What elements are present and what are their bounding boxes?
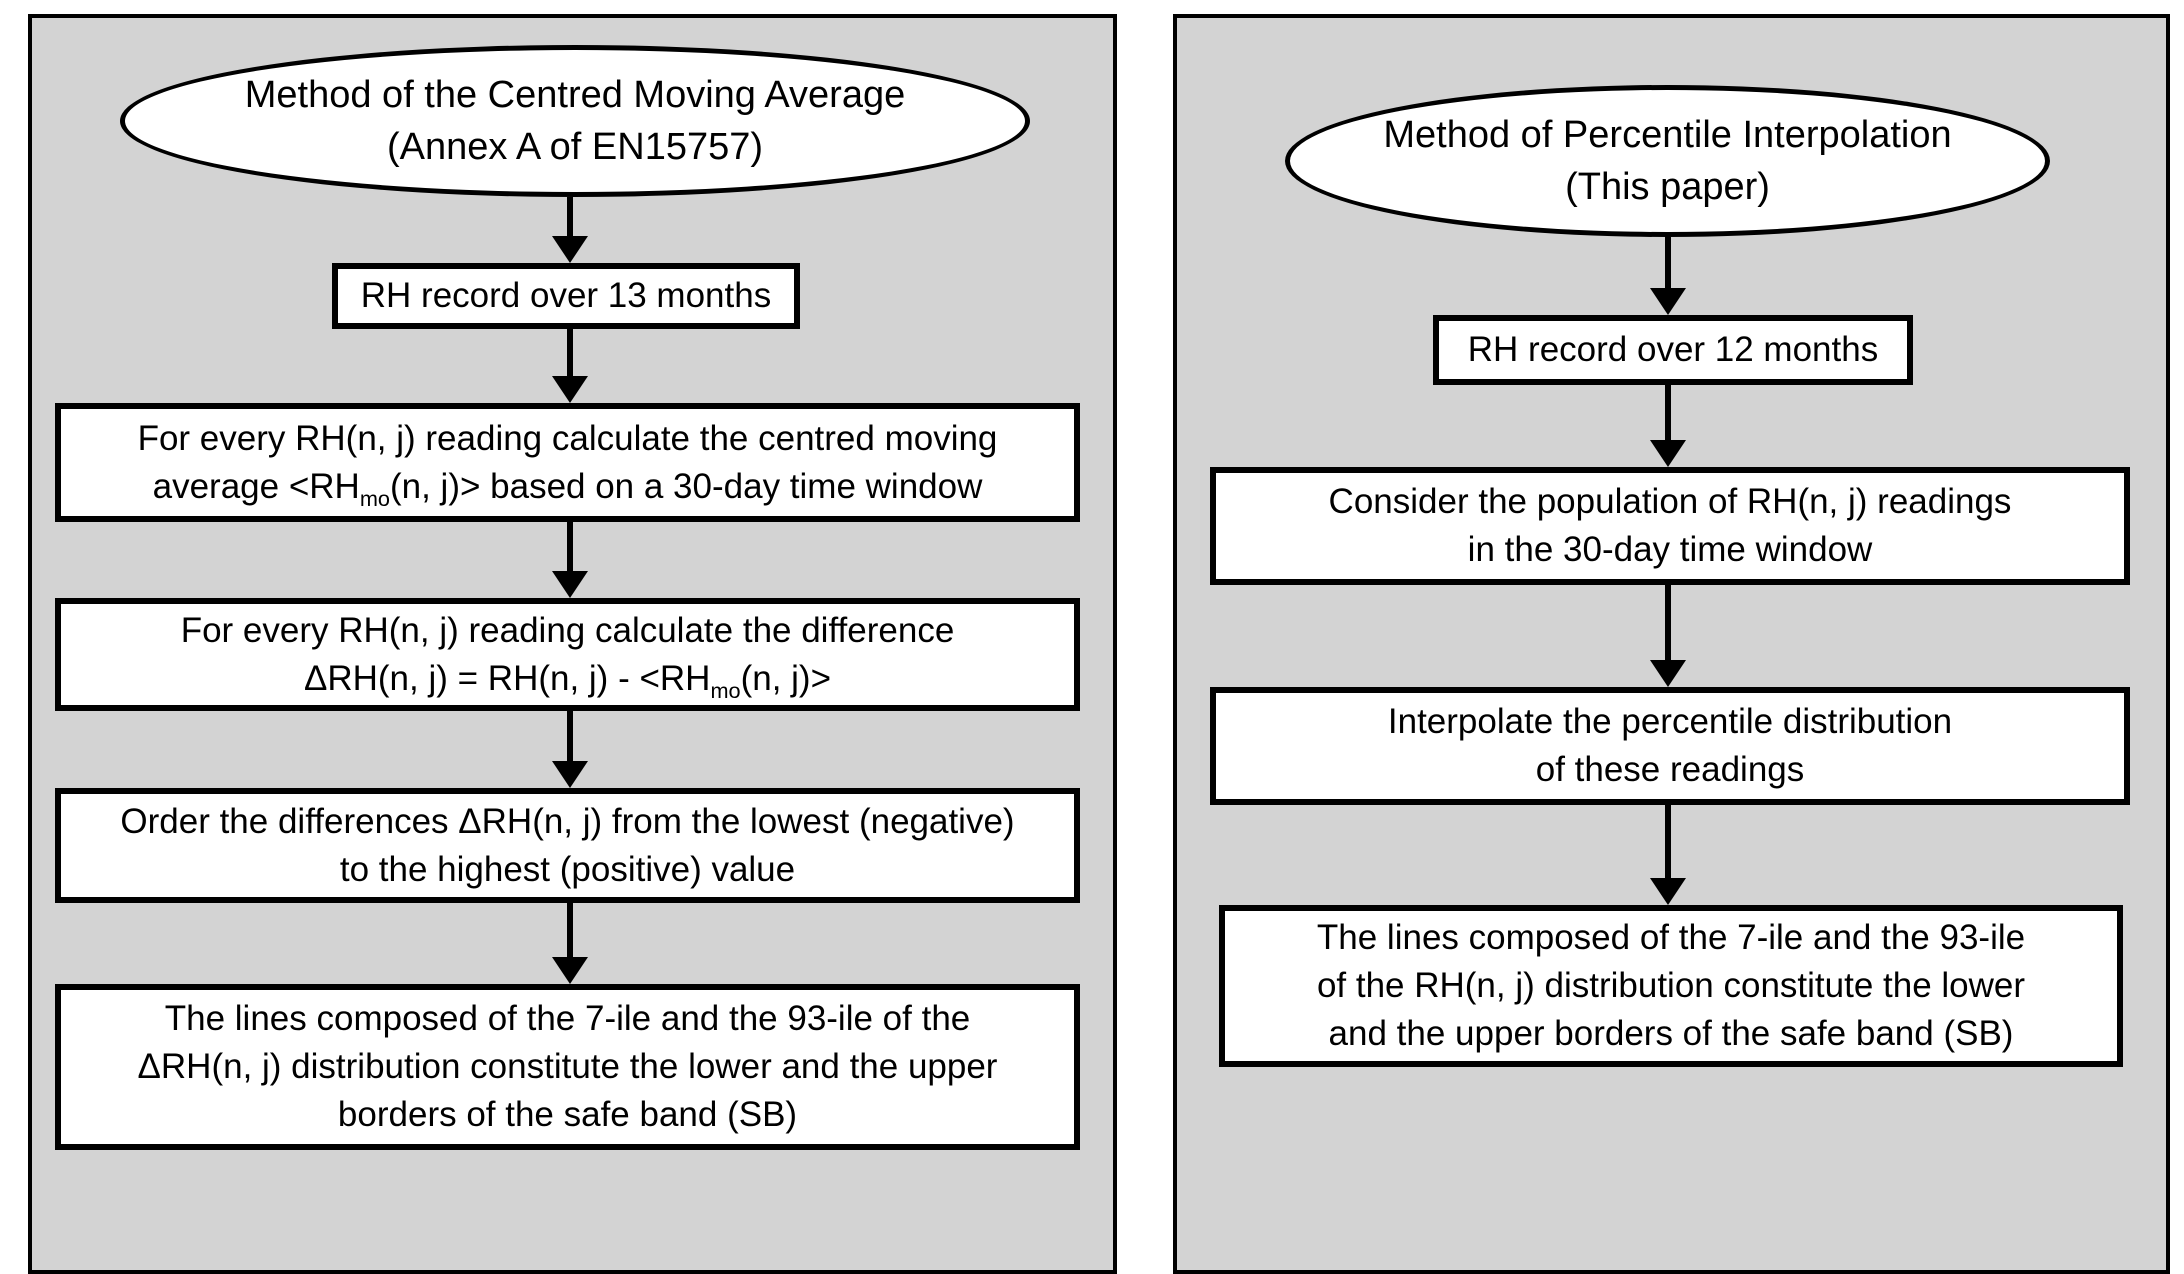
left-start-subtitle: (Annex A of EN15757): [386, 126, 764, 168]
step-text: average <RHmo(n, j)> based on a 30-day t…: [153, 463, 983, 511]
step-text: Order the differences ΔRH(n, j) from the…: [120, 801, 1015, 841]
down-arrow-icon: [1650, 805, 1686, 905]
arrow-shaft: [567, 329, 573, 376]
arrow-shaft: [567, 197, 573, 236]
step-text: in the 30-day time window: [1467, 530, 1873, 569]
down-arrow-icon: [552, 522, 588, 598]
step-text: ΔRH(n, j) distribution constitute the lo…: [137, 1047, 998, 1086]
step-text: of these readings: [1535, 750, 1805, 789]
down-arrow-icon: [552, 711, 588, 788]
arrow-head: [1650, 878, 1686, 905]
arrow-shaft: [567, 903, 573, 957]
text-segment: average <RH: [152, 466, 360, 506]
step-text: borders of the safe band (SB): [337, 1095, 798, 1134]
down-arrow-icon: [1650, 385, 1686, 467]
right-start-subtitle: (This paper): [1565, 166, 1770, 208]
arrow-head: [1650, 288, 1686, 315]
arrow-head: [1650, 660, 1686, 687]
step-text: and the upper borders of the safe band (…: [1328, 1014, 2014, 1053]
step-text: ΔRH(n, j) = RH(n, j) - <RHmo(n, j)>: [304, 655, 831, 703]
step-text: to the highest (positive) value: [339, 849, 796, 889]
left-step-difference: For every RH(n, j) reading calculate the…: [55, 598, 1080, 711]
down-arrow-icon: [552, 329, 588, 403]
step-text: Consider the population of RH(n, j) read…: [1328, 482, 2012, 521]
left-step-safe-band: The lines composed of the 7-ile and the …: [55, 984, 1080, 1150]
step-text: RH record over 12 months: [1467, 330, 1879, 369]
arrow-head: [552, 761, 588, 788]
step-text: The lines composed of the 7-ile and the …: [1316, 918, 2026, 957]
step-text: of the RH(n, j) distribution constitute …: [1316, 966, 2026, 1005]
arrow-shaft: [1665, 385, 1671, 440]
subscript-mo: mo: [710, 677, 741, 703]
down-arrow-icon: [552, 197, 588, 263]
down-arrow-icon: [1650, 585, 1686, 687]
left-step-moving-average: For every RH(n, j) reading calculate the…: [55, 403, 1080, 522]
right-step-population: Consider the population of RH(n, j) read…: [1210, 467, 2130, 585]
text-segment: ΔRH(n, j) = RH(n, j) - <RH: [303, 658, 711, 698]
arrow-shaft: [567, 711, 573, 761]
right-start-ellipse: Method of Percentile Interpolation (This…: [1285, 85, 2050, 237]
right-method-panel: Method of Percentile Interpolation (This…: [1173, 14, 2170, 1274]
step-text: For every RH(n, j) reading calculate the…: [137, 418, 998, 458]
left-step-order-differences: Order the differences ΔRH(n, j) from the…: [55, 788, 1080, 903]
arrow-shaft: [1665, 237, 1671, 288]
right-step-interpolate: Interpolate the percentile distribution …: [1210, 687, 2130, 805]
step-text: The lines composed of the 7-ile and the …: [164, 999, 971, 1038]
left-step-rh-record: RH record over 13 months: [332, 263, 800, 329]
left-start-title: Method of the Centred Moving Average: [244, 74, 906, 116]
arrow-shaft: [1665, 805, 1671, 878]
step-text: RH record over 13 months: [360, 276, 772, 315]
arrow-shaft: [567, 522, 573, 571]
step-text: For every RH(n, j) reading calculate the…: [180, 610, 955, 650]
arrow-head: [552, 376, 588, 403]
arrow-head: [552, 957, 588, 984]
left-start-ellipse: Method of the Centred Moving Average (An…: [120, 45, 1030, 197]
step-text: Interpolate the percentile distribution: [1387, 702, 1953, 741]
text-segment: (n, j)> based on a 30-day time window: [389, 466, 983, 506]
right-start-title: Method of Percentile Interpolation: [1383, 114, 1952, 156]
right-step-safe-band: The lines composed of the 7-ile and the …: [1219, 905, 2123, 1067]
text-segment: (n, j)>: [740, 658, 832, 698]
arrow-shaft: [1665, 585, 1671, 660]
arrow-head: [1650, 440, 1686, 467]
right-step-rh-record: RH record over 12 months: [1433, 315, 1913, 385]
arrow-head: [552, 236, 588, 263]
down-arrow-icon: [1650, 237, 1686, 315]
down-arrow-icon: [552, 903, 588, 984]
left-method-panel: Method of the Centred Moving Average (An…: [28, 14, 1117, 1274]
subscript-mo: mo: [359, 485, 390, 511]
arrow-head: [552, 571, 588, 598]
